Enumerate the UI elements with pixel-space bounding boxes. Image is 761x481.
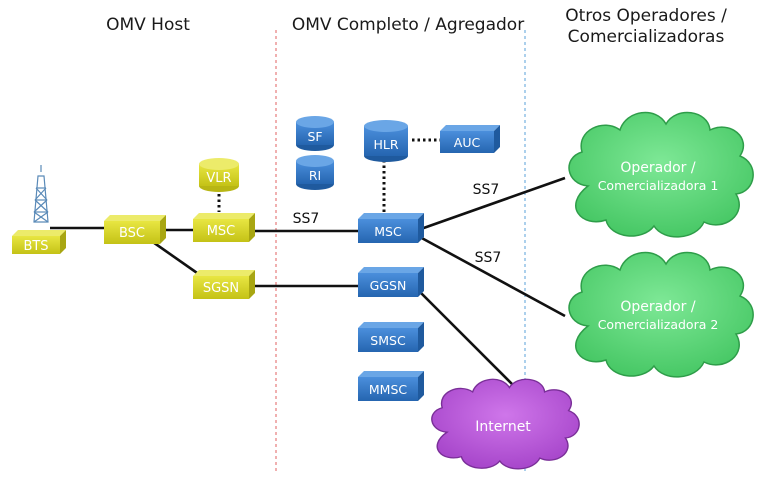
- cloud-operator-2-line2: Comercializadora 2: [598, 317, 719, 332]
- cloud-operator-1-line1: Operador /: [620, 160, 696, 176]
- node-msc-core: MSC: [358, 213, 424, 243]
- cloud-operator-1-line2: Comercializadora 1: [598, 178, 719, 193]
- node-sgsn-label: SGSN: [203, 281, 239, 296]
- cloud-operator-2-line1: Operador /: [620, 299, 696, 315]
- header-others-line1: Otros Operadores /: [565, 6, 727, 26]
- header-omv-host: OMV Host: [106, 15, 190, 35]
- link-msc-operator1: [417, 176, 566, 232]
- ss7-label-operator2: SS7: [475, 250, 502, 266]
- node-sf: SF: [296, 116, 334, 151]
- node-mmsc-label: MMSC: [369, 382, 408, 397]
- node-ri-label: RI: [309, 168, 321, 183]
- node-ggsn-label: GGSN: [370, 278, 407, 293]
- node-msc-host: MSC: [193, 213, 255, 242]
- cloud-operator-1: Operador / Comercializadora 1: [568, 111, 754, 238]
- node-bts-label: BTS: [23, 239, 48, 254]
- node-vlr: VLR: [199, 158, 239, 192]
- node-msc-host-label: MSC: [207, 224, 236, 239]
- link-msc-operator2: [417, 234, 566, 318]
- ss7-label-operator1: SS7: [473, 182, 500, 198]
- node-vlr-label: VLR: [206, 171, 231, 186]
- node-auc: AUC: [440, 125, 500, 153]
- links: [50, 138, 566, 385]
- node-smsc-label: SMSC: [370, 333, 406, 348]
- ss7-label-host: SS7: [293, 211, 320, 227]
- node-bts: BTS: [12, 230, 66, 254]
- node-ri: RI: [296, 155, 334, 190]
- node-sf-label: SF: [307, 129, 322, 144]
- node-auc-label: AUC: [454, 135, 481, 150]
- node-bsc: BSC: [104, 215, 166, 244]
- node-bsc-label: BSC: [119, 226, 145, 241]
- header-others-line2: Comercializadoras: [568, 27, 725, 47]
- node-mmsc: MMSC: [358, 371, 424, 401]
- cloud-internet-label: Internet: [475, 419, 531, 435]
- header-omv-complete: OMV Completo / Agregador: [292, 15, 524, 35]
- cloud-operator-2: Operador / Comercializadora 2: [568, 251, 754, 378]
- bts-tower-icon: [33, 165, 49, 223]
- node-sgsn: SGSN: [193, 270, 255, 299]
- link-ggsn-internet: [417, 289, 513, 385]
- node-msc-core-label: MSC: [374, 224, 402, 239]
- node-smsc: SMSC: [358, 322, 424, 352]
- node-hlr: HLR: [364, 120, 408, 162]
- cloud-internet: Internet: [431, 378, 580, 470]
- node-hlr-label: HLR: [373, 137, 398, 152]
- node-ggsn: GGSN: [358, 267, 424, 297]
